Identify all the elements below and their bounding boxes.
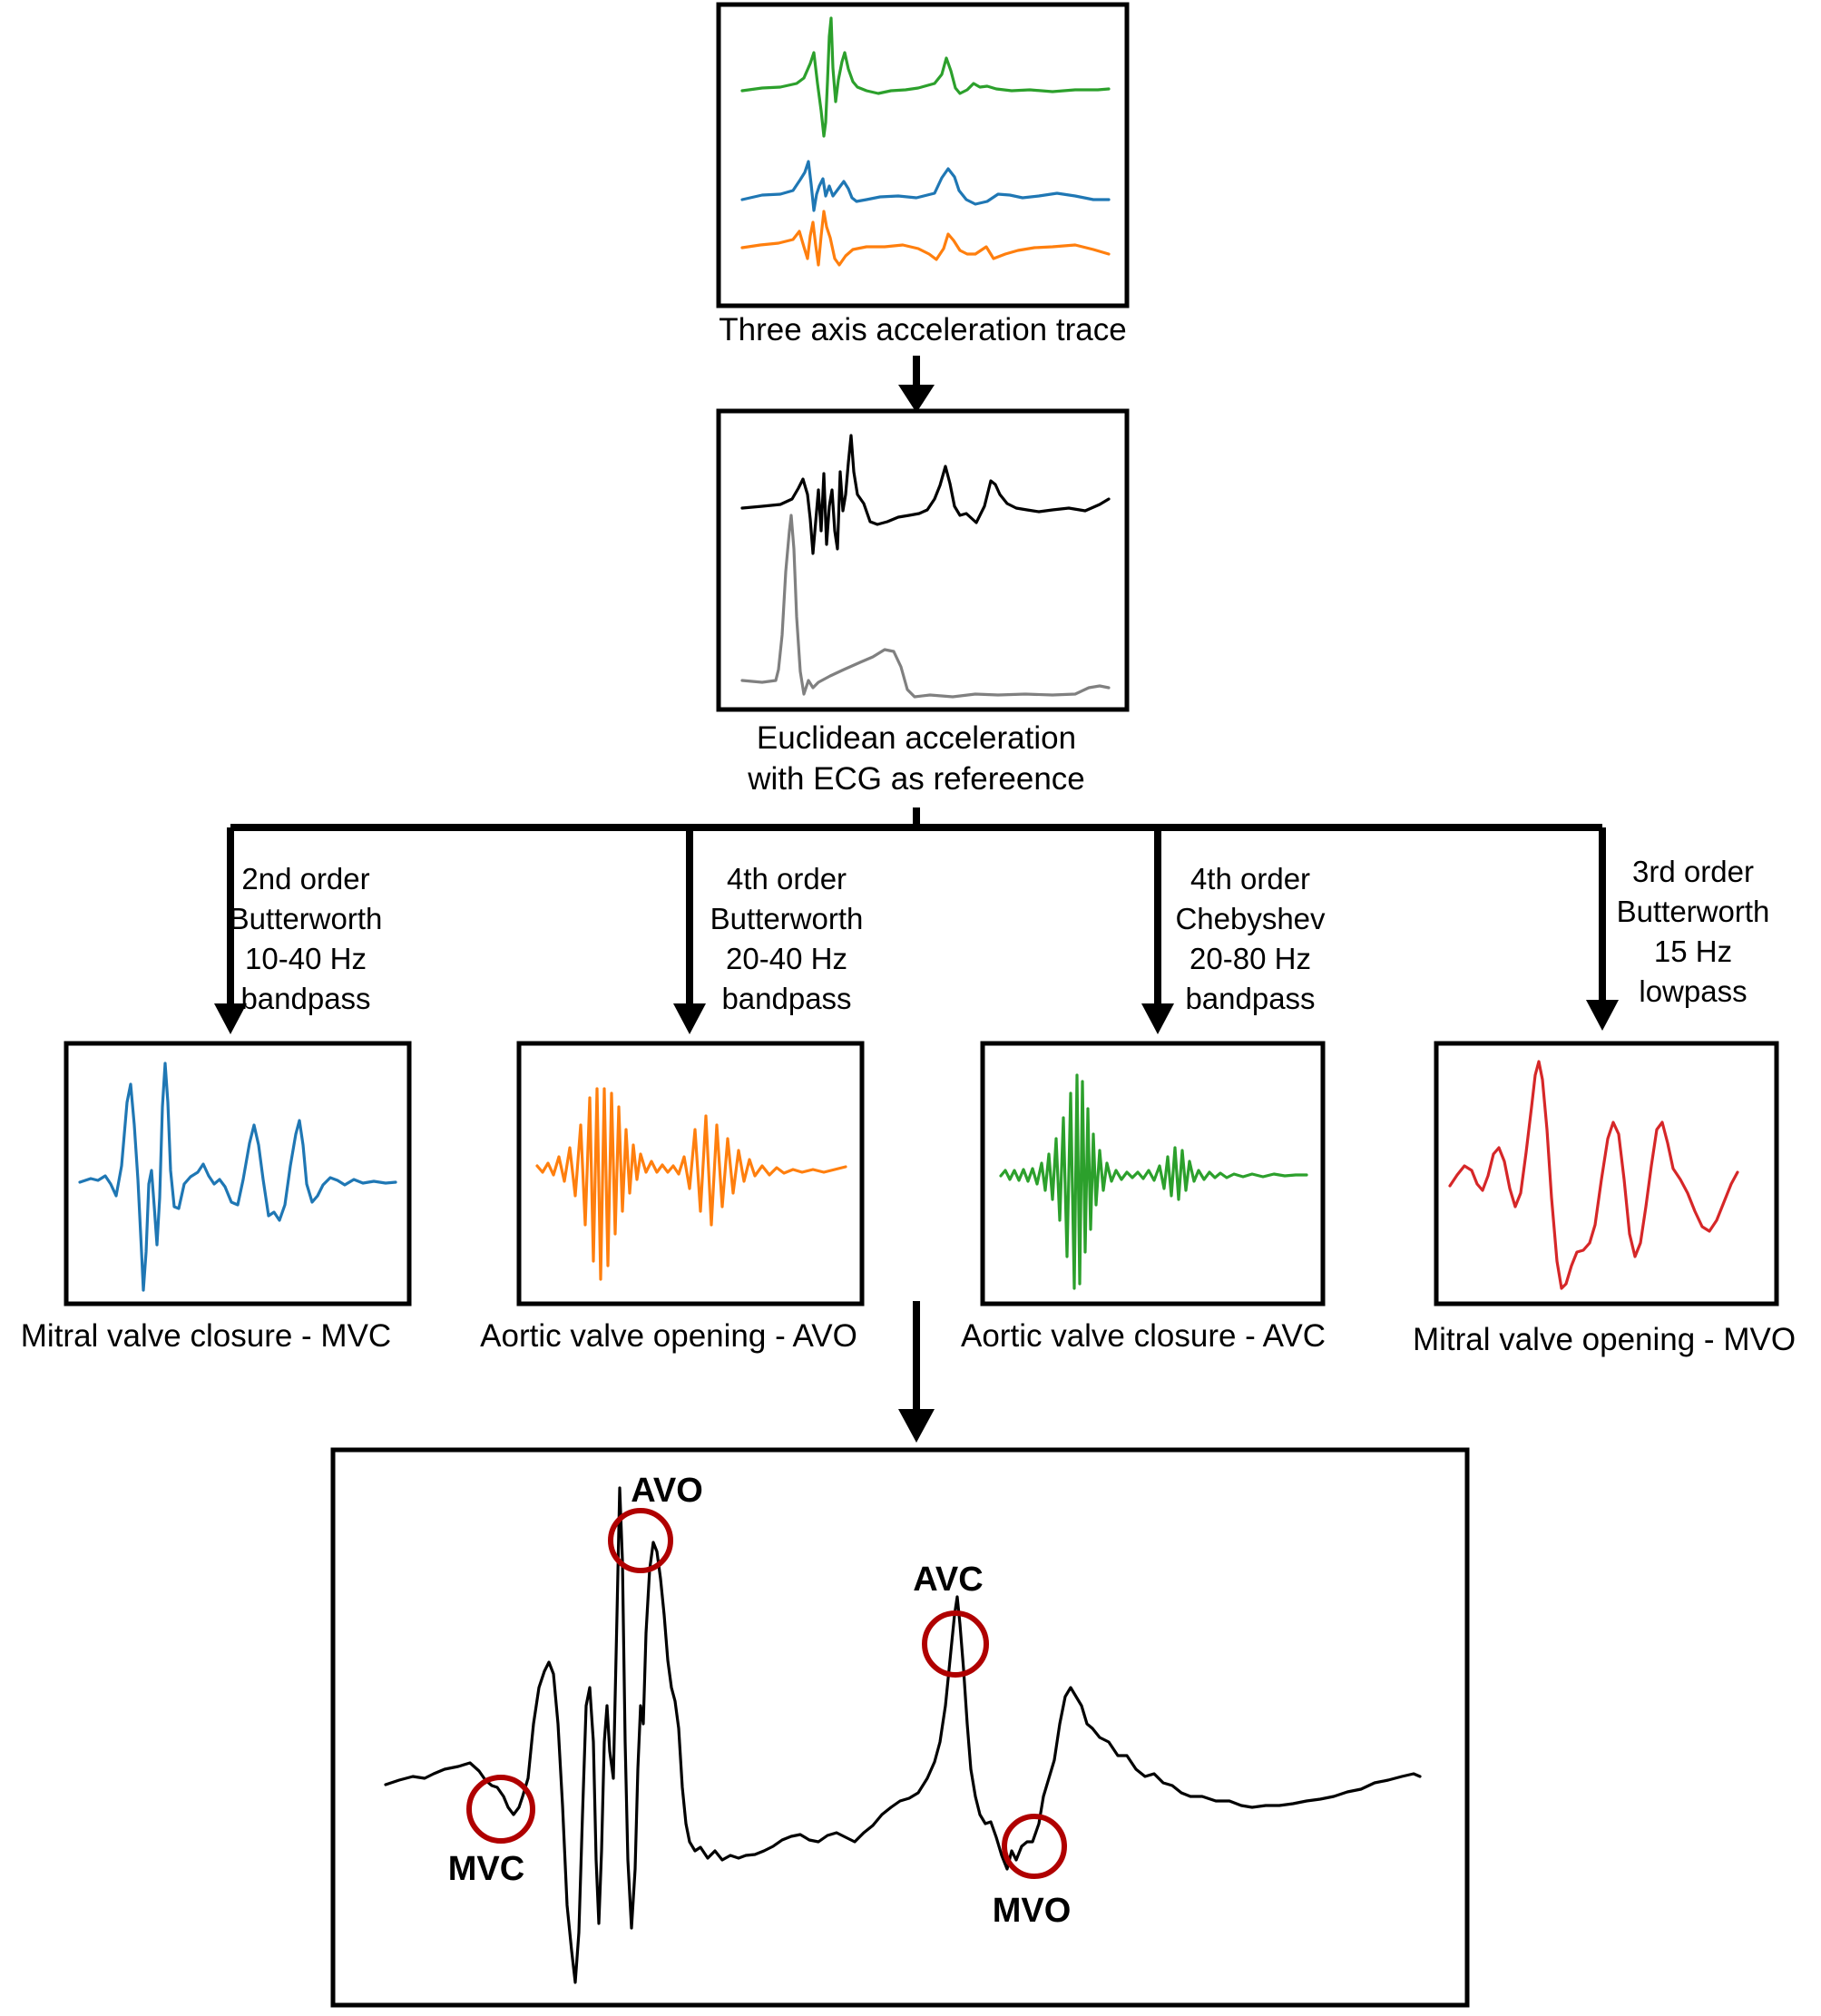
avo-label: AVO	[631, 1472, 703, 1510]
euclidean-acceleration-trace	[740, 434, 1111, 555]
branch-2-head	[673, 1003, 706, 1034]
blue-axis-trace	[740, 160, 1111, 212]
mvc-marker	[466, 1775, 535, 1844]
filter-2-line-3: 20-40 Hz	[726, 942, 847, 975]
filter-2-line-1: 4th order	[727, 862, 847, 895]
filter-3-line-1: 4th order	[1190, 862, 1310, 895]
filter-1-line-2: Butterworth	[230, 902, 383, 935]
mvo-filter-panel	[1434, 1041, 1779, 1306]
filter-2-line-4: bandpass	[721, 982, 851, 1015]
avc-marker	[922, 1610, 989, 1678]
mvc-filtered-trace	[78, 1062, 397, 1292]
annotated-panel	[330, 1447, 1470, 2008]
branch-3-head	[1141, 1003, 1174, 1034]
branch-4-head	[1586, 1000, 1619, 1031]
filter-1-line-4: bandpass	[240, 982, 370, 1015]
mvo-marker	[1002, 1814, 1067, 1879]
avo-filtered-trace	[535, 1087, 847, 1281]
three-axis-panel	[716, 2, 1130, 308]
arrow-head-final	[898, 1409, 935, 1443]
annotated-euclidean-trace	[384, 1486, 1422, 1984]
mvc-filter-panel	[64, 1041, 412, 1306]
euclidean-caption-line1: Euclidean acceleration	[757, 720, 1076, 756]
euclidean-caption-line2: with ECG as refereence	[747, 761, 1085, 797]
ecg-reference-trace	[740, 514, 1111, 699]
three-axis-caption: Three axis acceleration trace	[719, 312, 1126, 347]
orange-axis-trace	[740, 210, 1111, 267]
branch-1-head	[214, 1003, 247, 1034]
filter-4-line-3: 15 Hz	[1654, 935, 1732, 968]
filter-1-line-1: 2nd order	[241, 862, 369, 895]
filter-3-line-2: Chebyshev	[1175, 902, 1326, 935]
avo-caption: Aortic valve opening - AVO	[480, 1318, 857, 1354]
filter-2-line-2: Butterworth	[710, 902, 864, 935]
filter-1-line-3: 10-40 Hz	[245, 942, 367, 975]
avc-caption: Aortic valve closure - AVC	[961, 1318, 1326, 1354]
mvo-label: MVO	[993, 1892, 1072, 1930]
avc-filtered-trace	[999, 1073, 1308, 1290]
arrow-head-1	[898, 385, 935, 413]
mvc-caption: Mitral valve closure - MVC	[21, 1318, 391, 1354]
filter-4-line-2: Butterworth	[1617, 895, 1770, 928]
green-axis-trace	[740, 16, 1111, 138]
filter-4-line-4: lowpass	[1639, 974, 1747, 1008]
avo-marker	[608, 1508, 673, 1573]
avc-label: AVC	[913, 1561, 983, 1599]
mvo-caption: Mitral valve opening - MVO	[1413, 1322, 1796, 1357]
filter-3-line-3: 20-80 Hz	[1190, 942, 1311, 975]
filter-4-line-1: 3rd order	[1632, 855, 1754, 888]
mvo-filtered-trace	[1448, 1060, 1739, 1290]
mvc-label: MVC	[448, 1850, 524, 1888]
filter-3-line-4: bandpass	[1185, 982, 1315, 1015]
